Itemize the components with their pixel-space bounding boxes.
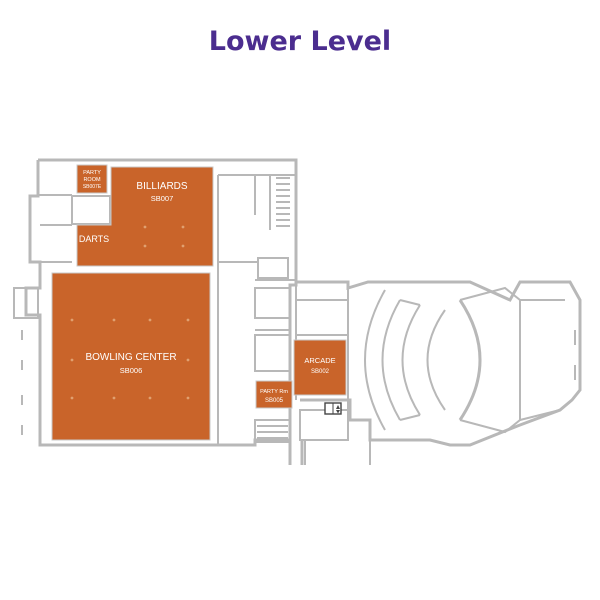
party-room-code: SB007E [83, 184, 102, 190]
party-rm-label: PARTY Rm [260, 389, 288, 395]
stairs-lower [254, 419, 291, 443]
room-party-rm-sb005[interactable]: PARTY Rm SB005 [255, 380, 293, 409]
building-walls-east [295, 280, 582, 465]
bowling-label: BOWLING CENTER [85, 352, 176, 363]
bowling-code: SB006 [120, 366, 143, 375]
party-rm-code: SB005 [265, 398, 284, 404]
room-billiards-darts[interactable]: BILLIARDS SB007 DARTS [76, 166, 214, 267]
room-arcade[interactable]: ARCADE SB002 [293, 339, 347, 396]
billiards-label: BILLIARDS [136, 181, 187, 192]
page-title: Lower Level [208, 26, 392, 57]
room-bowling-center[interactable]: BOWLING CENTER SB006 [51, 272, 211, 441]
elevator-icon [324, 402, 342, 415]
darts-label: DARTS [79, 234, 109, 244]
arcade-label: ARCADE [304, 356, 335, 365]
party-room-label-line2: ROOM [83, 177, 101, 183]
billiards-code: SB007 [151, 194, 174, 203]
stairs-upper [276, 177, 290, 227]
building-walls [13, 158, 304, 465]
party-room-label-line1: PARTY [83, 170, 101, 176]
arcade-code: SB002 [311, 369, 330, 375]
room-party-room-sb007e[interactable]: PARTY ROOM SB007E [76, 164, 108, 194]
